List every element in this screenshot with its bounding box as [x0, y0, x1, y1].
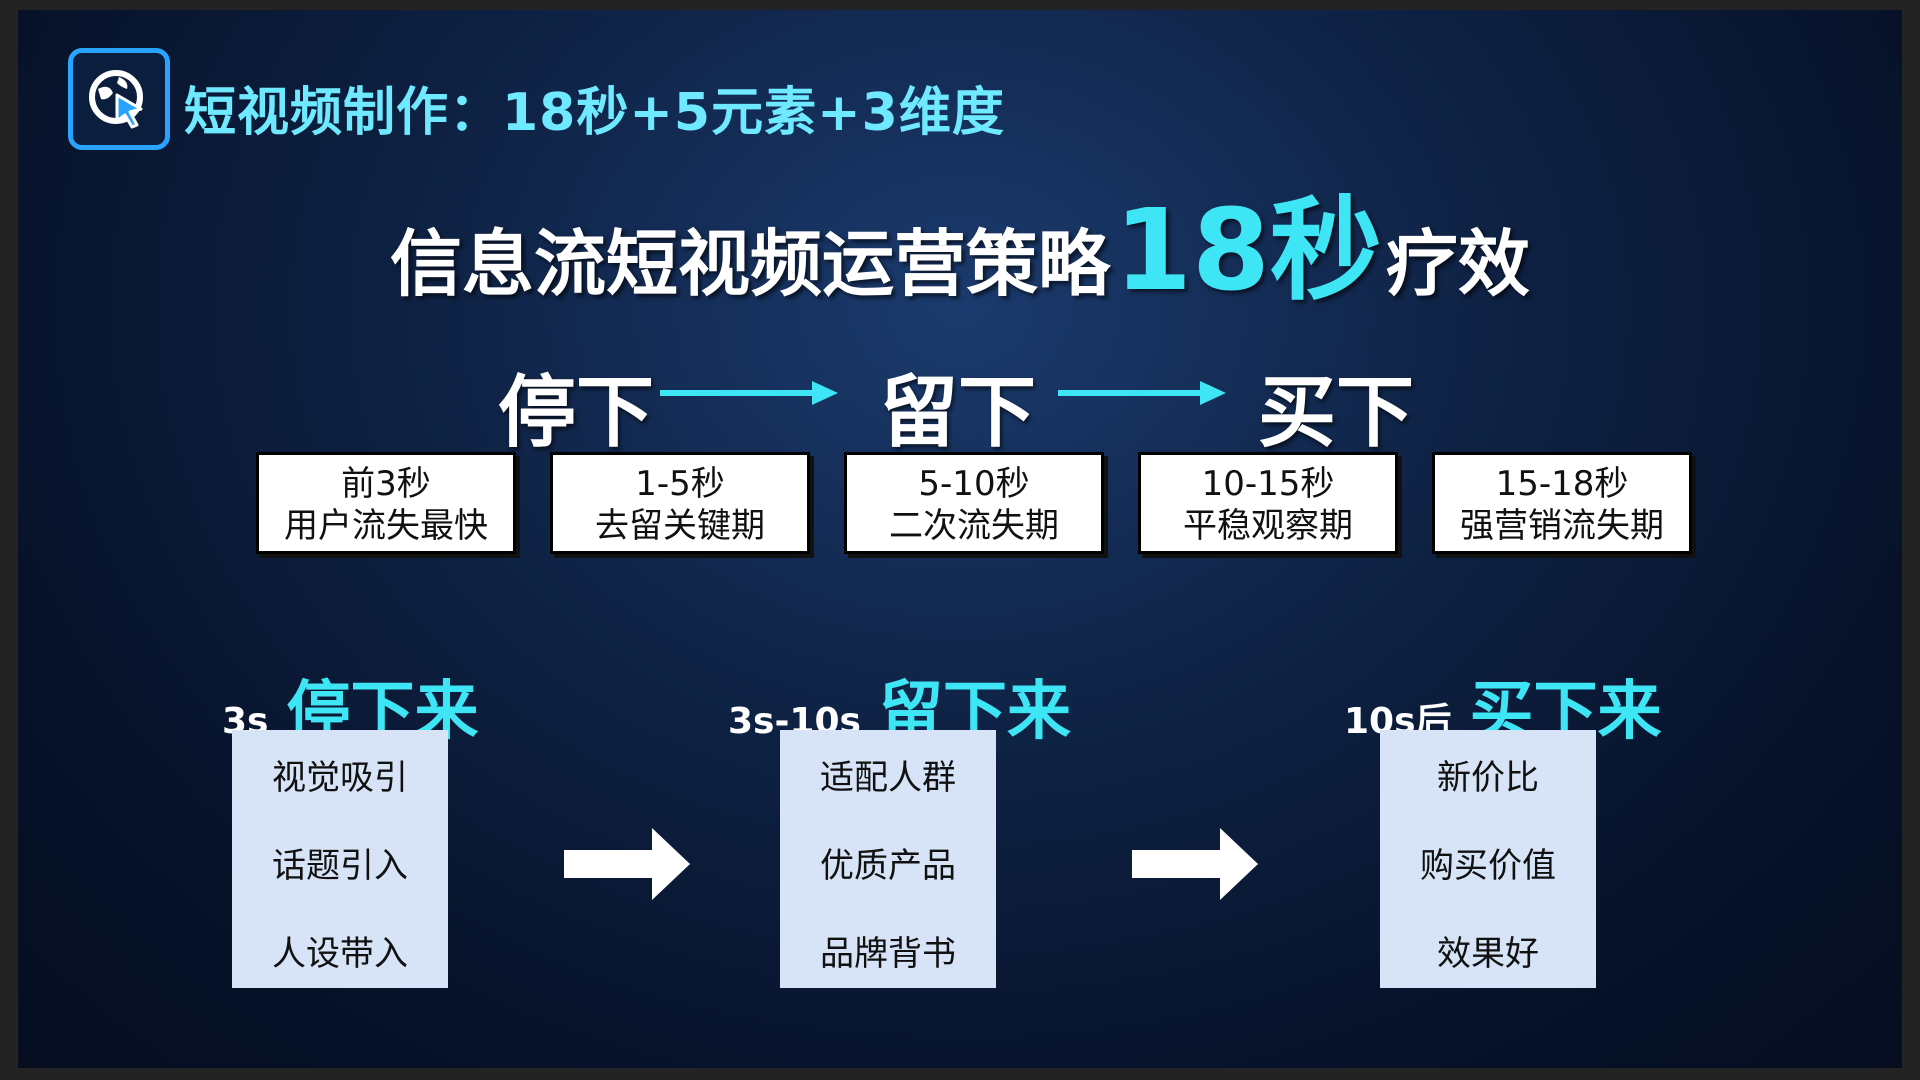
stage-desc: 去留关键期 [595, 506, 765, 546]
stage-time: 10-15秒 [1201, 464, 1335, 504]
flow-arrow-1 [660, 381, 838, 405]
globe-cursor-icon [89, 70, 143, 129]
header-title: 短视频制作：18秒+5元素+3维度 [184, 83, 1005, 143]
stage-box: 10-15秒 平稳观察期 [1138, 452, 1398, 554]
main-title-before: 信息流短视频运营策略 [390, 222, 1111, 306]
stage-box: 前3秒 用户流失最快 [256, 452, 516, 554]
flow-arrow-2 [1058, 381, 1226, 405]
stage-desc: 二次流失期 [889, 506, 1059, 546]
stage-time: 1-5秒 [635, 464, 725, 504]
flow-step-buy: 买下 [1258, 368, 1415, 458]
stage-time: 前3秒 [341, 464, 431, 504]
slide: 短视频制作：18秒+5元素+3维度 信息流短视频运营策略18秒疗效 停下 留下 … [18, 10, 1902, 1068]
card-item: 适配人群 [820, 758, 956, 798]
main-title-after: 疗效 [1385, 222, 1530, 306]
card-item: 新价比 [1437, 758, 1539, 798]
card-item: 效果好 [1437, 934, 1539, 974]
stage-desc: 用户流失最快 [284, 506, 488, 546]
phase-arrow-1 [564, 828, 690, 900]
stage-box: 1-5秒 去留关键期 [550, 452, 810, 554]
stage-time: 15-18秒 [1495, 464, 1629, 504]
logo [68, 48, 170, 150]
stage-desc: 强营销流失期 [1460, 506, 1664, 546]
flow-step-stop: 停下 [498, 368, 655, 458]
stage-box: 5-10秒 二次流失期 [844, 452, 1104, 554]
card-item: 话题引入 [272, 846, 408, 886]
main-title: 信息流短视频运营策略18秒疗效 [18, 160, 1902, 322]
stage-time: 5-10秒 [918, 464, 1030, 504]
card-item: 人设带入 [272, 934, 408, 974]
main-title-highlight: 18秒 [1114, 186, 1382, 316]
card-item: 购买价值 [1420, 846, 1556, 886]
card-item: 视觉吸引 [272, 758, 408, 798]
flow-step-stay: 留下 [880, 368, 1037, 458]
stage-box: 15-18秒 强营销流失期 [1432, 452, 1692, 554]
phase-card-buy: 新价比 购买价值 效果好 [1380, 730, 1596, 988]
phase-arrow-2 [1132, 828, 1258, 900]
phase-card-stop: 视觉吸引 话题引入 人设带入 [232, 730, 448, 988]
card-item: 优质产品 [820, 846, 956, 886]
card-item: 品牌背书 [820, 934, 956, 974]
phase-card-stay: 适配人群 优质产品 品牌背书 [780, 730, 996, 988]
stage-desc: 平稳观察期 [1183, 506, 1353, 546]
